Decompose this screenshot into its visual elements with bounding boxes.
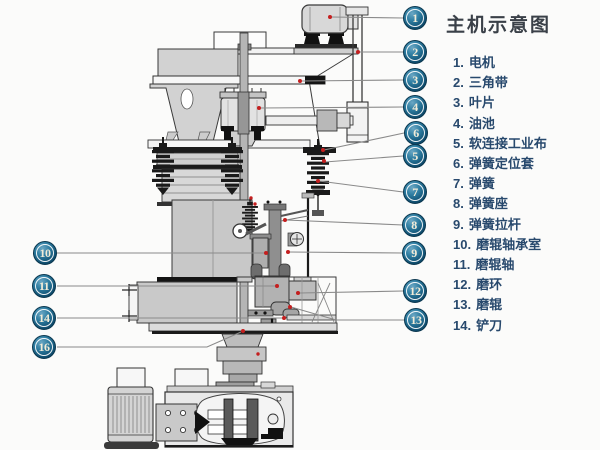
callout-badge-9: 9	[402, 241, 426, 265]
callout-badge-3: 3	[403, 68, 427, 92]
legend-item-7: 7.弹簧	[453, 176, 495, 192]
legend-item-8: 8.弹簧座	[453, 196, 508, 212]
top-motor	[293, 4, 359, 55]
callout-badge-4: 4	[403, 95, 427, 119]
callout-badge-2: 2	[403, 40, 427, 64]
legend-title: 主机示意图	[446, 15, 552, 36]
legend-item-4: 4.油池	[453, 115, 495, 131]
horizontal-shaft	[265, 109, 354, 132]
callout-badge-5: 5	[403, 144, 427, 168]
grinding-ring	[288, 276, 317, 301]
legend-items: 1.电机 2.三角带 3.叶片 4.油池 5.软连接工业布 6.弹簧定位套 7.…	[453, 53, 547, 336]
v-belt	[345, 6, 369, 143]
callout-badge-13: 13	[404, 308, 428, 332]
callout-badge-14: 14	[32, 306, 56, 330]
legend-item-9: 9.弹簧拉杆	[453, 216, 521, 232]
callout-badge-11: 11	[32, 274, 56, 298]
legend-item-13: 13.磨辊	[453, 297, 503, 313]
legend-panel: 主机示意图 1.电机 2.三角带 3.叶片 4.油池 5.软连接工业布 6.弹簧…	[432, 0, 600, 450]
callout-badge-10: 10	[33, 241, 57, 265]
callout-badge-1: 1	[403, 6, 427, 30]
gearbox	[155, 368, 294, 448]
callout-badge-8: 8	[402, 213, 426, 237]
callout-badge-16: 16	[32, 335, 56, 359]
legend-item-11: 11.磨辊轴	[453, 257, 515, 273]
callout-badge-6: 6	[404, 121, 428, 145]
legend-item-6: 6.弹簧定位套	[453, 156, 534, 172]
leader-lines	[57, 16, 405, 348]
legend-item-1: 1.电机	[453, 55, 495, 70]
lower-shaft-stack	[215, 333, 267, 390]
legend-item-5: 5.软连接工业布	[453, 135, 547, 151]
legend-item-12: 12.磨环	[453, 277, 503, 293]
callout-badge-12: 12	[403, 279, 427, 303]
callout-marker-dots	[241, 15, 360, 356]
legend-item-2: 2.三角带	[453, 75, 508, 91]
blade-plate	[152, 75, 326, 85]
spring-pull-rod-assembly	[232, 196, 324, 281]
bottom-motor	[104, 367, 159, 449]
callout-badge-7: 7	[403, 180, 427, 204]
legend-item-14: 14.铲刀	[453, 317, 503, 333]
legend-item-3: 3.叶片	[453, 95, 495, 111]
legend-item-10: 10.磨辊轴承室	[453, 236, 542, 252]
grinding-chamber	[122, 276, 338, 334]
